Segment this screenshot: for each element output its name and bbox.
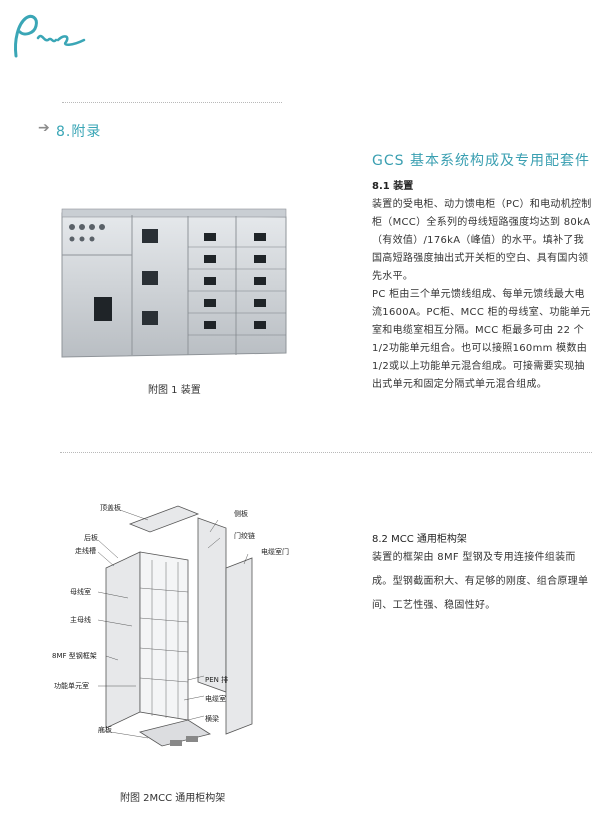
top-divider	[62, 102, 282, 103]
label-hinge: 门绞链	[234, 532, 255, 540]
label-pen: PEN 排	[205, 676, 229, 684]
label-back-plate: 后板	[84, 534, 98, 542]
label-function-unit: 功能单元室	[54, 682, 89, 690]
mcc-subheading: 8.2 MCC 通用柜构架	[372, 534, 467, 545]
gcs-body: 装置的受电柜、动力馈电柜（PC）和电动机控制柜（MCC）全系列的母线短路强度均达…	[372, 196, 592, 394]
label-cable-room: 电缆室	[205, 695, 226, 703]
gcs-paragraph-1: 装置的受电柜、动力馈电柜（PC）和电动机控制柜（MCC）全系列的母线短路强度均达…	[372, 199, 592, 282]
mcc-body: 装置的框架由 8MF 型钢及专用连接件组装而成。型钢截面积大、有足够的刚度、组合…	[372, 552, 589, 611]
section-title: 8.附录	[56, 124, 102, 140]
frame-caption: 附图 2MCC 通用柜构架	[120, 793, 226, 804]
gcs-heading: GCS 基本系统构成及专用配套件	[372, 153, 590, 169]
section-arrow-icon: ➔	[38, 120, 50, 136]
middle-divider	[60, 452, 592, 453]
label-main-busbar: 主母线	[70, 616, 91, 624]
brand-logo	[14, 14, 86, 58]
label-side-plate: 侧板	[234, 510, 248, 518]
label-top-plate: 顶盖板	[100, 504, 121, 512]
label-beam: 横梁	[205, 715, 219, 723]
gcs-subheading: 8.1 装置	[372, 181, 414, 192]
label-bottom-plate: 底板	[98, 726, 112, 734]
label-busbar-room: 母线室	[70, 588, 91, 596]
gcs-paragraph-2: PC 柜由三个单元馈线组成、每单元馈线最大电流1600A。PC柜、MCC 柜的母…	[372, 289, 591, 390]
label-frame: 8MF 型钢框架	[52, 652, 97, 660]
mcc-frame-diagram	[97, 505, 253, 747]
photo-caption: 附图 1 装置	[148, 385, 201, 396]
label-cable-trough: 走线槽	[75, 547, 96, 555]
switchgear-photo	[61, 208, 287, 358]
label-cable-door: 电缆室门	[261, 548, 289, 556]
